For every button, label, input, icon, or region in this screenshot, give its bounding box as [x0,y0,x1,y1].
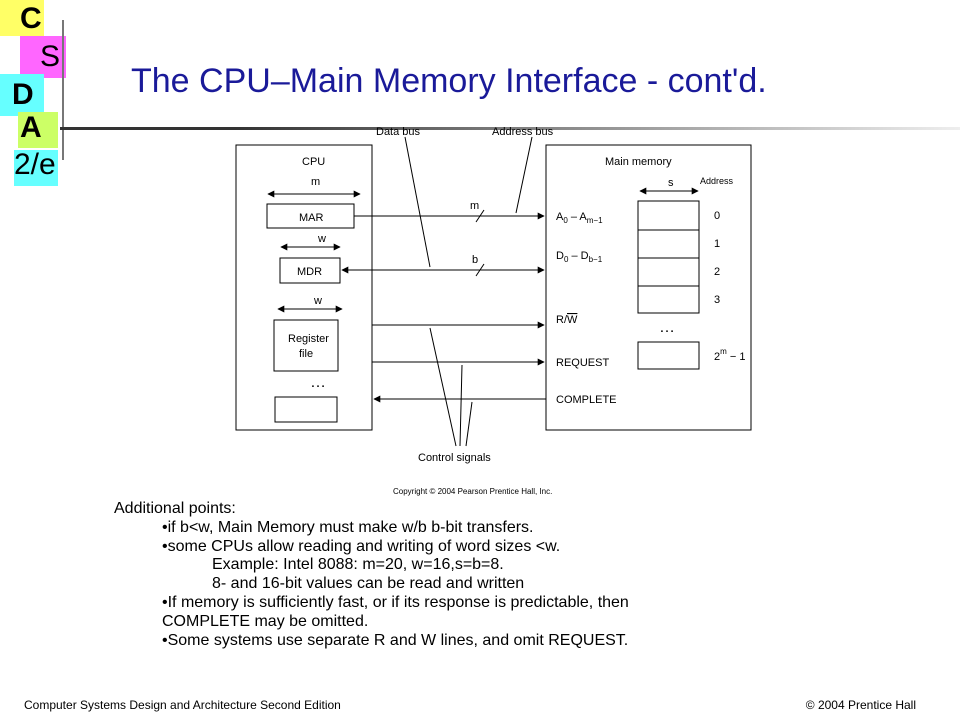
address-bus-slash [475,209,485,223]
register-file-box [273,319,339,372]
memory-cell-0 [637,200,700,231]
address-signal-label: A0 – Am−1 [556,211,603,225]
memory-cell-2 [637,257,700,287]
request-label: REQUEST [556,357,609,369]
mdr-label: MDR [297,266,322,278]
footer-copyright: © 2004 Prentice Hall [805,698,916,712]
diagram-copyright: Copyright © 2004 Pearson Prentice Hall, … [393,487,552,496]
bus-m-label: m [470,200,479,212]
logo-block-pink [20,36,66,78]
logo-block-cyan-2 [14,150,58,186]
memory-cell-last [637,341,700,370]
memory-ellipsis: … [659,319,675,336]
memory-cell-3 [637,285,700,314]
note-item: •some CPUs allow reading and writing of … [162,537,561,555]
data-bus-leader [404,136,431,268]
bus-b-label: b [472,254,478,266]
title-rule-fade [235,127,960,130]
register-file-label-2: file [299,348,313,360]
title-rule [60,127,235,130]
note-subitem: Example: Intel 8088: m=20, w=16,s=b=8. [212,556,504,574]
data-bus-slash [475,263,485,277]
note-item: •If memory is sufficiently fast, or if i… [162,593,629,611]
address-bus-label: Address bus [492,126,554,138]
logo-block-cyan [0,74,44,116]
main-memory-box [545,144,752,431]
note-item-continued: COMPLETE may be omitted. [162,612,369,630]
note-item: •if b<w, Main Memory must make w/b b-bit… [162,518,534,536]
logo-letter-d: D [12,78,34,111]
footer-book-title: Computer Systems Design and Architecture… [24,698,341,712]
note-item: •Some systems use separate R and W lines… [162,631,629,649]
last-address: 2m − 1 [714,347,745,363]
cpu-box [235,144,373,431]
slide-title: The CPU–Main Memory Interface - cont'd. [131,62,767,100]
control-leader-2 [459,364,463,447]
extra-register-box [274,396,338,423]
address-0: 0 [714,210,720,222]
address-2: 2 [714,266,720,278]
logo-letter-s: S [40,40,61,73]
notes-heading: Additional points: [114,500,236,517]
cpu-label: CPU [302,156,325,168]
cpu-ellipsis: … [310,374,326,391]
m-label: m [311,176,320,188]
mar-label: MAR [299,212,324,224]
address-3: 3 [714,294,720,306]
complete-label: COMPLETE [556,394,617,406]
additional-points: Additional points: •if b<w, Main Memory … [114,500,874,650]
data-bus-label: Data bus [376,126,421,138]
logo-letter-c: C [20,2,42,35]
control-leader-3 [465,401,473,447]
logo-letter-a: A [20,111,42,144]
note-subitem: 8- and 16-bit values can be read and wri… [212,575,525,593]
w-label: w [317,233,326,245]
rw-label: R/W [556,314,578,326]
control-signals-label: Control signals [418,452,491,464]
logo-block-lime [18,112,58,148]
address-label: Address [700,176,734,186]
control-leader-1 [429,327,457,447]
main-memory-label: Main memory [605,156,672,168]
s-label: s [668,177,674,189]
data-signal-label: D0 – Db−1 [556,250,603,264]
mdr-box [279,257,341,284]
register-file-label-1: Register [288,333,329,345]
logo-block-yellow [0,0,44,36]
address-1: 1 [714,238,720,250]
memory-cell-1 [637,229,700,259]
address-bus-leader [515,136,533,214]
w-label-2: w [313,295,322,307]
logo-divider [62,20,64,160]
logo-letter-2e: 2/e [14,148,56,181]
